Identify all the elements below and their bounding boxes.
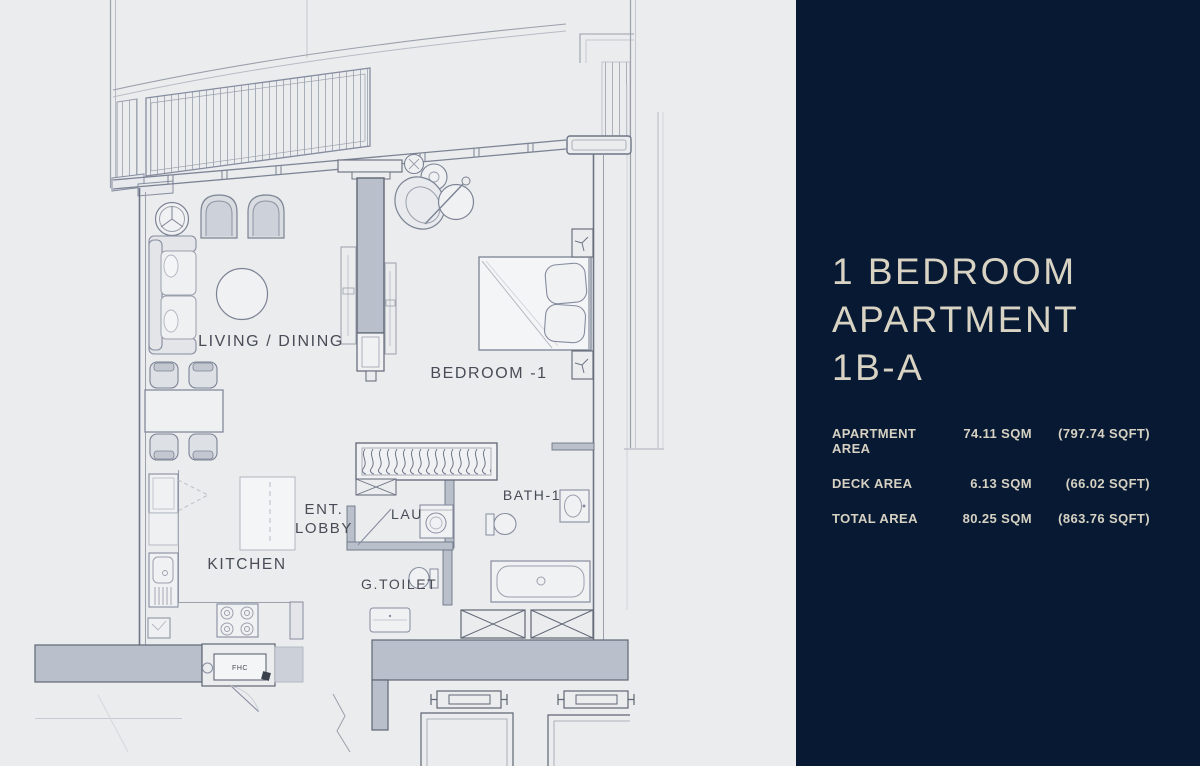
label-living-dining: LIVING / DINING	[198, 333, 344, 350]
living-furniture	[144, 194, 285, 461]
area-label: TOTAL AREA	[832, 511, 918, 526]
deck-balcony	[109, 0, 567, 197]
label-ent: ENT.	[305, 501, 344, 518]
central-partition	[337, 159, 403, 382]
area-sqft: (66.02 SQFT)	[1065, 476, 1150, 491]
floor-plan: LIVING / DINING BEDROOM -1 KITCHEN ENT. …	[34, 0, 664, 766]
bedroom-furniture	[394, 153, 594, 380]
unit-title-line2: APARTMENT	[832, 299, 1080, 340]
wardrobe	[355, 442, 498, 496]
top-right-walls	[566, 0, 664, 610]
unit-title-line1: 1 BEDROOM	[832, 251, 1077, 292]
area-row-apartment: APARTMENT AREA 74.11 SQM (797.74 SQFT)	[832, 426, 1150, 456]
area-sqft: (863.76 SQFT)	[1058, 511, 1150, 526]
floor-plan-drawing: LIVING / DINING BEDROOM -1 KITCHEN ENT. …	[34, 0, 664, 766]
label-fhc: FHC	[232, 665, 248, 672]
label-kitchen: KITCHEN	[207, 556, 286, 573]
label-lobby: LOBBY	[295, 520, 353, 537]
unit-title: 1 BEDROOM APARTMENT 1B-A	[832, 248, 1079, 392]
area-label: DECK AREA	[832, 476, 913, 491]
bath-fixtures	[408, 489, 594, 639]
area-sqft: (797.74 SQFT)	[1058, 426, 1150, 441]
label-gtoilet: G.TOILET	[361, 576, 437, 592]
area-row-total: TOTAL AREA 80.25 SQM (863.76 SQFT)	[832, 511, 1150, 526]
room-labels: LIVING / DINING BEDROOM -1 KITCHEN ENT. …	[198, 333, 561, 672]
label-bath: BATH-1	[503, 487, 561, 503]
kitchen-fixtures	[147, 470, 304, 640]
area-sqm: 6.13 SQM	[970, 476, 1032, 491]
bottom-structure	[34, 607, 635, 766]
label-bedroom: BEDROOM -1	[430, 365, 547, 382]
unit-title-line3: 1B-A	[832, 347, 925, 388]
area-table: APARTMENT AREA 74.11 SQM (797.74 SQFT) D…	[832, 426, 1150, 546]
area-row-deck: DECK AREA 6.13 SQM (66.02 SQFT)	[832, 476, 1150, 491]
area-sqm: 80.25 SQM	[962, 511, 1032, 526]
info-panel: 1 BEDROOM APARTMENT 1B-A APARTMENT AREA …	[796, 0, 1200, 766]
area-label: APARTMENT AREA	[832, 426, 917, 456]
label-lau: LAU	[391, 506, 423, 522]
area-sqm: 74.11 SQM	[963, 426, 1032, 441]
